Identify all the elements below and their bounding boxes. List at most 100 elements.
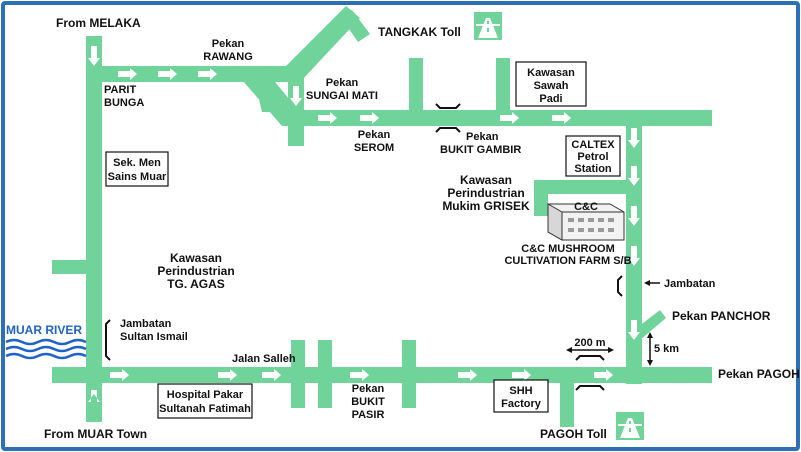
road-stub-pasir-1 — [291, 340, 305, 408]
two-hundred-m-label: 200 m — [574, 337, 605, 349]
grisek-label-1: Kawasan — [460, 173, 512, 187]
bukit-pasir-label-2: BUKIT — [351, 396, 385, 408]
bridge-200m-bottom — [575, 385, 605, 391]
road-stub-serom — [409, 58, 423, 112]
road-rawang-triangle — [255, 82, 282, 112]
direction-arrow-icon — [198, 68, 217, 80]
direction-arrow-icon — [628, 320, 640, 340]
caltex-label-2: Petrol — [577, 151, 608, 163]
pekan-panchor-label: Pekan PANCHOR — [672, 309, 771, 323]
pekan-serom-label-2: SEROM — [354, 142, 394, 154]
road-tangkak-branch — [340, 10, 370, 42]
road-tg-agas — [52, 260, 102, 274]
direction-arrow-icon — [218, 369, 237, 381]
direction-arrow-icon — [350, 369, 369, 381]
arrow-left-icon — [566, 347, 572, 353]
highway-toll-icon — [616, 412, 644, 440]
muar-river-label: MUAR RIVER — [6, 323, 82, 337]
pekan-sungai-mati-label-1: Pekan — [326, 77, 359, 89]
sek-men-label-2: Sains Muar — [108, 171, 167, 183]
direction-arrow-icon — [158, 68, 177, 80]
road-shh — [560, 367, 574, 427]
sawah-padi-label-2: Sawah — [534, 80, 569, 92]
bridge-right-left — [617, 275, 623, 297]
direction-arrow-icon — [594, 369, 613, 381]
shh-label-1: SHH — [509, 385, 532, 397]
direction-arrow-icon — [262, 369, 281, 381]
parit-bunga-label-2: BUNGA — [104, 97, 144, 109]
from-melaka-label: From MELAKA — [56, 16, 141, 30]
shh-label-2: Factory — [501, 398, 542, 410]
tg-agas-label-3: TG. AGAS — [167, 277, 225, 291]
direction-arrow-icon — [118, 68, 137, 80]
bridge-sultan-ismail — [105, 319, 111, 361]
pekan-pagoh-label: Pekan PAGOH — [718, 367, 800, 381]
pekan-sungai-mati-label-2: SUNGAI MATI — [306, 90, 378, 102]
tg-agas-label-1: Kawasan — [170, 251, 222, 265]
pekan-bukit-gambir-label-1: Pekan — [466, 131, 499, 143]
direction-arrow-icon — [360, 112, 379, 124]
hospital-label-2: Sultanah Fatimah — [159, 403, 251, 415]
jambatan-sultan-label-1: Jambatan — [120, 318, 172, 330]
direction-arrow-icon — [110, 369, 129, 381]
caltex-label-1: CALTEX — [571, 139, 615, 151]
factory-building-icon — [547, 203, 625, 241]
pekan-bukit-gambir-label-2: BUKIT GAMBIR — [440, 144, 521, 156]
road-panchor — [634, 310, 666, 340]
direction-arrow-icon — [512, 369, 531, 381]
sawah-padi-label-1: Kawasan — [527, 67, 575, 79]
road-stub-pasir-3 — [402, 340, 416, 408]
road-stub-sawah — [496, 58, 510, 112]
direction-arrow-icon — [318, 112, 337, 124]
highway-toll-icon — [474, 12, 502, 40]
hospital-box — [157, 383, 253, 419]
road-stub-pasir-2 — [318, 340, 332, 408]
bridge-markers — [105, 103, 623, 391]
road-bottom-horizontal — [52, 367, 712, 383]
river-waves-icon — [5, 338, 87, 360]
jambatan-sultan-label-2: Sultan Ismail — [120, 331, 188, 343]
direction-arrow-icon — [628, 246, 640, 266]
road-left-vertical — [86, 36, 102, 422]
direction-arrows — [88, 46, 640, 402]
sawah-padi-label-3: Padi — [539, 93, 562, 105]
bukit-pasir-label-3: PASIR — [352, 409, 385, 421]
from-muar-town-label: From MUAR Town — [44, 427, 147, 441]
bridge-bukit-gambir-bottom — [435, 127, 461, 133]
road-grisek-v — [534, 180, 548, 216]
cc-farm-label-1: C&C MUSHROOM — [521, 243, 615, 255]
caltex-label-3: Station — [574, 163, 612, 175]
road-grisek-h — [534, 180, 628, 194]
direction-arrow-icon — [628, 128, 640, 148]
cc-farm-label-2: CULTIVATION FARM S/B — [504, 255, 631, 267]
direction-arrow-icon — [628, 166, 640, 186]
road-tangkak — [286, 6, 360, 80]
grisek-label-2: Perindustrian — [447, 186, 524, 200]
bridge-200m-top — [575, 355, 605, 361]
sawah-padi-box — [515, 61, 587, 107]
pagoh-toll-label: PAGOH Toll — [540, 427, 607, 441]
caltex-box — [565, 135, 621, 177]
direction-arrow-icon — [88, 390, 100, 402]
sek-men-label-1: Sek. Men — [113, 157, 161, 169]
shh-box — [493, 379, 549, 413]
direction-arrow-icon — [500, 112, 519, 124]
bukit-pasir-label-1: Pekan — [352, 383, 385, 395]
hospital-label-1: Hospital Pakar — [167, 389, 244, 401]
bridge-bukit-gambir-top — [435, 103, 461, 109]
jalan-salleh-label: Jalan Salleh — [232, 353, 296, 365]
pekan-rawang-label-2: RAWANG — [203, 51, 253, 63]
direction-arrow-icon — [88, 46, 100, 66]
sek-men-box — [105, 151, 169, 187]
arrow-right-icon — [608, 347, 614, 353]
direction-arrow-icon — [552, 112, 571, 124]
five-km-label: 5 km — [654, 343, 679, 355]
grisek-label-3: Mukim GRISEK — [442, 199, 530, 213]
pekan-serom-label-1: Pekan — [358, 129, 391, 141]
pekan-rawang-label-1: Pekan — [212, 38, 245, 50]
distance-markers — [566, 280, 660, 366]
cc-logo-text: C&C — [574, 201, 598, 213]
jambatan-right-label: Jambatan — [664, 278, 716, 290]
